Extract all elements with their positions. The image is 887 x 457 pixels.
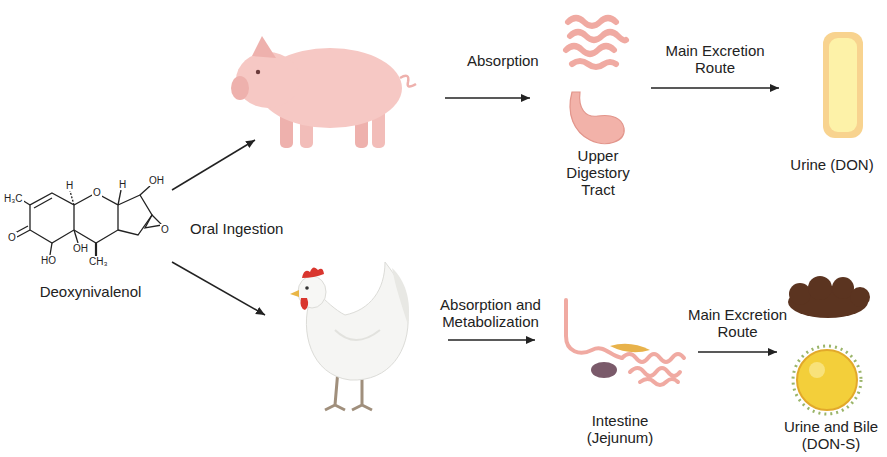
ingestion-arrow xyxy=(172,140,255,190)
pig xyxy=(231,36,416,148)
excretion-node: Urine (DON) xyxy=(782,25,882,173)
atom-label: HO xyxy=(40,255,57,266)
edge-label: Main Excretion Route xyxy=(680,306,795,340)
ingestion-arrow xyxy=(172,262,265,315)
node-caption: Intestine (Jejunum) xyxy=(574,412,666,446)
molecule-node: Deoxynivalenol xyxy=(8,150,173,300)
organ-node: Upper Digestory Tract xyxy=(548,8,648,198)
atom-label: H₃C xyxy=(3,193,24,204)
stomach-icon xyxy=(570,92,624,144)
excretion-arrow xyxy=(698,351,777,353)
arrow-label: Absorption xyxy=(467,52,539,69)
atom-label: H xyxy=(65,180,74,191)
chicken xyxy=(290,262,409,410)
atom-label: O xyxy=(92,187,102,198)
node-caption: Urine (DON) xyxy=(782,156,882,173)
absorption-arrow xyxy=(445,97,530,99)
molecule-structure xyxy=(15,186,162,256)
absorption-arrow xyxy=(448,339,535,341)
node-caption: Deoxynivalenol xyxy=(11,283,171,300)
node-caption: Urine and Bile (DON-S) xyxy=(780,418,882,452)
atom-label: H xyxy=(118,179,127,190)
arrow-label: Absorption and Metabolization xyxy=(428,296,553,330)
arrow-label: Oral Ingestion xyxy=(190,220,283,237)
excretion-node: Urine and Bile (DON-S) xyxy=(780,272,882,452)
urine-tube xyxy=(823,32,863,138)
atom-label: CH₃ xyxy=(88,256,109,267)
node-caption: Upper Digestory Tract xyxy=(548,147,648,198)
intestine-icon xyxy=(566,18,626,67)
excretion-arrow xyxy=(651,87,779,89)
bile-icon xyxy=(793,346,861,414)
organ-node: Intestine (Jejunum) xyxy=(545,288,695,446)
edge-label: Main Excretion Route xyxy=(658,42,773,76)
atom-label: OH xyxy=(148,175,165,186)
atom-label: O xyxy=(160,224,170,235)
atom-label: OH xyxy=(72,243,89,254)
feces-icon xyxy=(788,276,870,318)
atom-label: O xyxy=(7,232,17,243)
jejunum-icon xyxy=(566,300,684,385)
